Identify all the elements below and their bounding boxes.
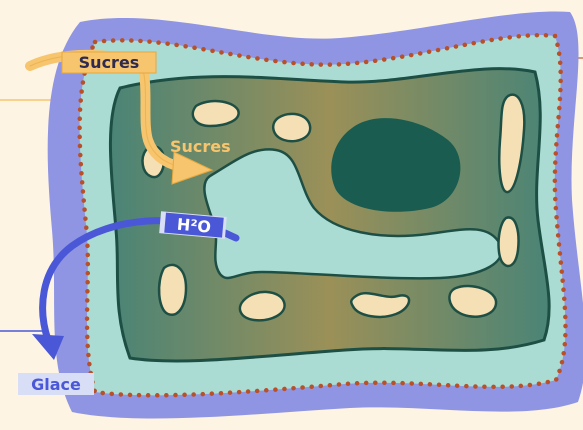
sugar-top-label-text: Sucres [79, 53, 140, 72]
sugar-top-label: Sucres [62, 52, 156, 73]
vacuole [159, 265, 186, 315]
vacuole [351, 293, 409, 317]
vacuole [449, 286, 496, 317]
vacuole [193, 101, 239, 126]
vacuole [499, 217, 519, 266]
vacuole [273, 114, 310, 141]
water-label-text: H²O [176, 215, 212, 237]
vacuole [240, 292, 285, 320]
ice-label: Glace [18, 373, 94, 395]
sugar-inner-label: Sucres [170, 137, 231, 156]
ice-label-text: Glace [31, 375, 81, 394]
